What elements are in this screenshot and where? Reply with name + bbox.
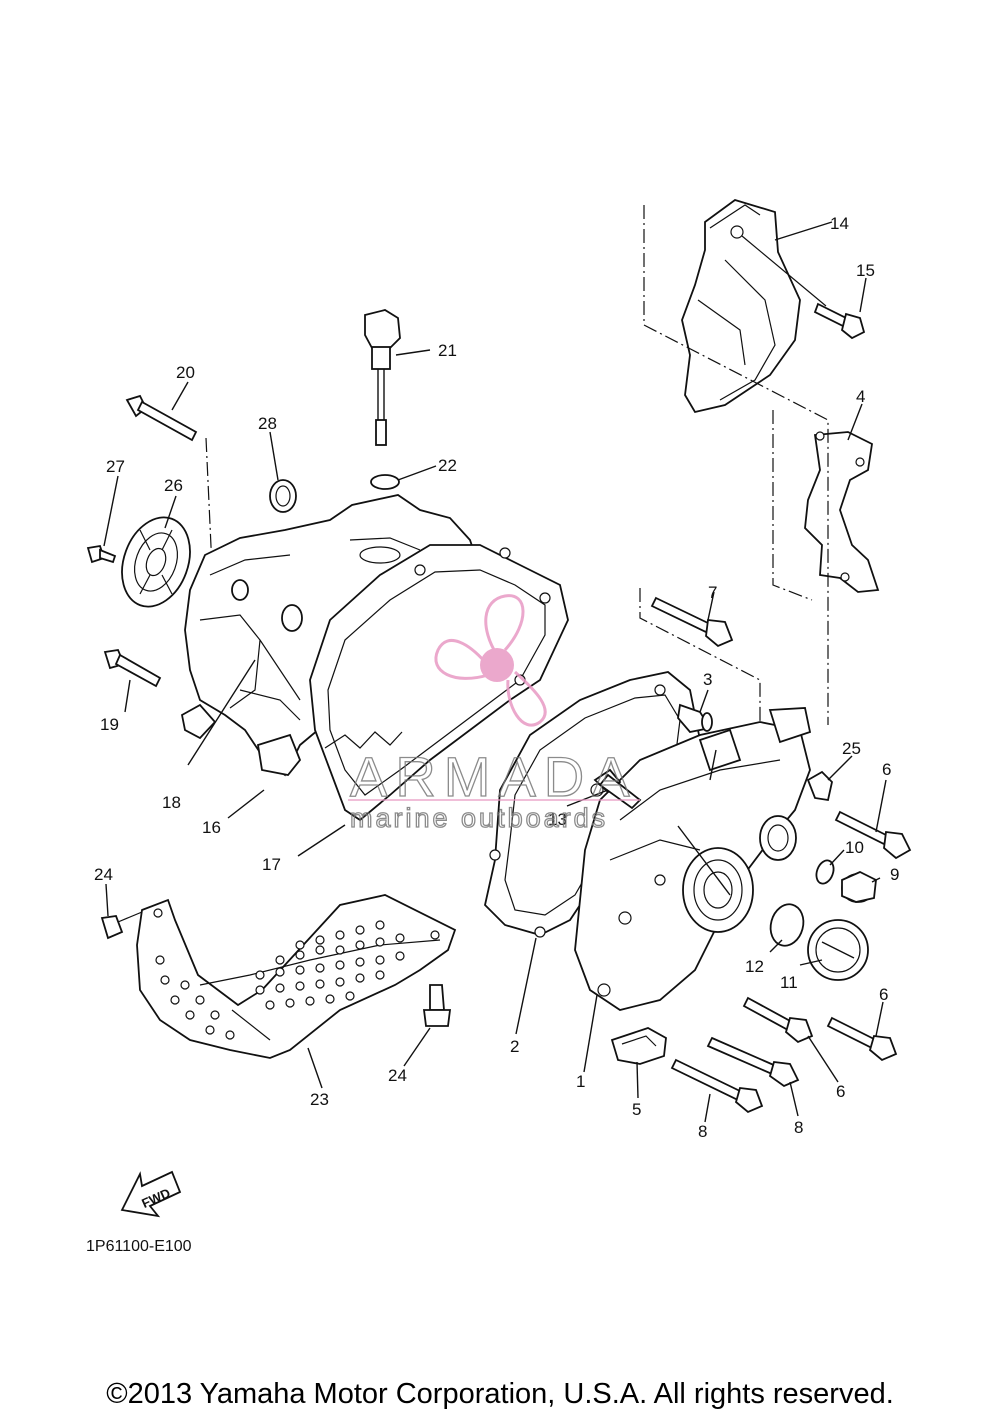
part-8-bolt-right — [706, 1036, 800, 1088]
part-4-bracket — [804, 431, 880, 593]
callout-23: 23 — [310, 1090, 329, 1109]
part-24-bolt-right — [422, 984, 452, 1027]
callout-21: 21 — [438, 341, 457, 360]
diagram-code: 1P61100-E100 — [86, 1238, 192, 1255]
callout-8-right: 8 — [794, 1118, 803, 1137]
propeller-icon — [434, 594, 547, 727]
callout-10: 10 — [845, 838, 864, 857]
callout-16: 16 — [202, 818, 221, 837]
part-14-cover — [681, 199, 827, 414]
callout-26: 26 — [164, 476, 183, 495]
part-22-o-ring — [370, 474, 400, 490]
part-8-bolt-left — [670, 1058, 764, 1114]
callout-7: 7 — [708, 583, 717, 602]
watermark-brand: ARMADA — [350, 745, 638, 808]
part-12-o-ring — [769, 903, 805, 947]
part-3-dowel — [677, 703, 713, 733]
callout-11: 11 — [780, 973, 798, 992]
fwd-arrow-icon: FWD — [120, 1170, 182, 1218]
part-6-bolt-top — [834, 810, 912, 860]
part-7-bolt — [650, 596, 734, 648]
leader-line-20 — [205, 437, 213, 569]
callout-14: 14 — [830, 214, 849, 233]
part-15-bolt — [813, 302, 866, 340]
callout-22: 22 — [438, 456, 457, 475]
leader-box-7 — [639, 588, 761, 760]
callout-24-left: 24 — [94, 865, 113, 884]
part-5-clamp — [610, 1027, 667, 1065]
part-24-bolt-left — [100, 911, 143, 940]
callout-8-left: 8 — [698, 1122, 707, 1141]
callout-28: 28 — [258, 414, 277, 433]
callout-25: 25 — [842, 739, 861, 758]
leader-box-4 — [772, 410, 813, 601]
part-27-bolt — [86, 544, 117, 564]
callout-15: 15 — [856, 261, 875, 280]
part-28-seal — [269, 479, 297, 513]
callout-2: 2 — [510, 1037, 519, 1056]
part-10-o-ring — [815, 859, 835, 885]
callout-numbers: 1 2 3 4 5 6 6 6 7 8 8 9 10 11 12 13 14 1… — [94, 214, 899, 1141]
callout-13: 13 — [548, 810, 567, 829]
watermark: ARMADA marine outboards — [348, 594, 640, 834]
part-11-cap — [807, 919, 869, 981]
part-19-bolt — [103, 649, 162, 688]
callout-6-top: 6 — [882, 760, 891, 779]
callout-24-right: 24 — [388, 1066, 407, 1085]
callout-5: 5 — [632, 1100, 641, 1119]
leader-18 — [187, 659, 256, 766]
callout-20: 20 — [176, 363, 195, 382]
callout-27: 27 — [106, 457, 125, 476]
part-6-bolt-low — [742, 996, 814, 1044]
callout-6-right: 6 — [879, 985, 888, 1004]
callout-19: 19 — [100, 715, 119, 734]
leader-box-14 — [643, 205, 829, 725]
callout-6-bottom: 6 — [836, 1082, 845, 1101]
callout-1: 1 — [576, 1072, 585, 1091]
part-17-gasket — [309, 544, 569, 822]
watermark-tagline: marine outboards — [350, 803, 608, 833]
part-9-plug — [841, 871, 877, 903]
copyright-notice: ©2013 Yamaha Motor Corporation, U.S.A. A… — [106, 1378, 894, 1410]
callout-9: 9 — [890, 865, 899, 884]
callout-3: 3 — [703, 670, 712, 689]
part-20-bolt — [125, 394, 198, 442]
callout-4: 4 — [856, 387, 865, 406]
callout-12: 12 — [745, 957, 764, 976]
callout-18: 18 — [162, 793, 181, 812]
callout-17: 17 — [262, 855, 281, 874]
leader-lines — [103, 221, 887, 1123]
part-21-dipstick — [364, 309, 401, 446]
skid-plate-holes — [155, 920, 405, 1040]
part-25-clip — [806, 770, 833, 802]
part-26-cap — [121, 516, 191, 608]
part-23-skid-plate — [136, 894, 457, 1059]
part-6-bolt-mid — [826, 1016, 898, 1062]
